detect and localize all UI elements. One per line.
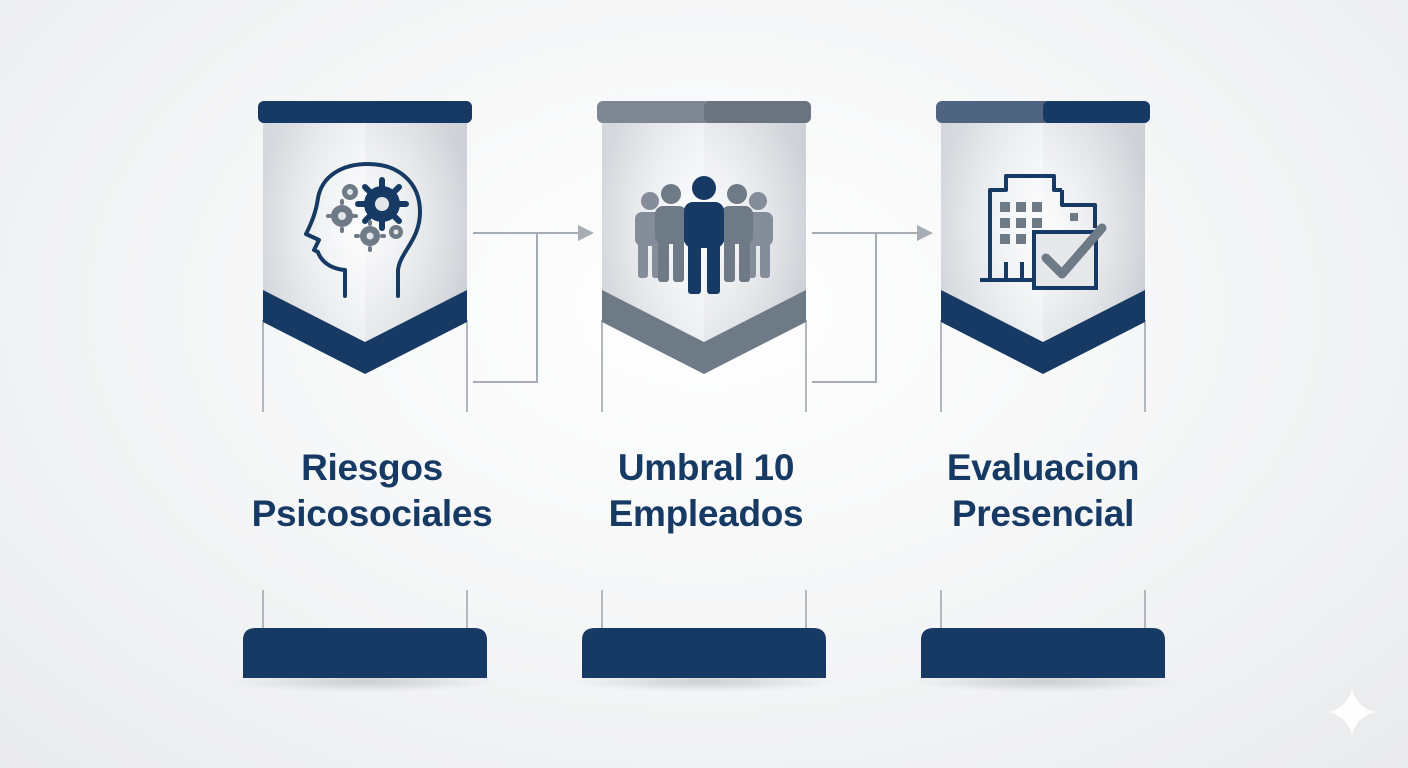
step-label-3: Evaluacion Presencial [893,445,1193,537]
base-block [582,628,826,678]
building-checkmark-icon [980,174,1107,290]
banner-accent-band [941,290,1145,374]
base-block [921,628,1165,678]
arrow-head-1 [578,225,594,241]
banner-accent-band [263,290,467,374]
step-label-1: Riesgos Psicosociales [222,445,522,537]
people-group-icon [635,176,773,294]
step-label-line1: Umbral 10 [617,447,795,488]
connector-arrow-1 [473,232,585,383]
banner-umbral-10-empleados [569,101,839,692]
sparkle-watermark-icon [1328,688,1376,736]
banner-evaluacion-presencial [908,101,1178,692]
arrow-head-2 [917,225,933,241]
connector-arrow-2 [812,232,924,383]
banner-accent-band [602,290,806,374]
base-block [243,628,487,678]
banner-riesgos-psicosociales [230,101,500,692]
step-label-line2: Psicosociales [251,493,493,534]
step-label-2: Umbral 10 Empleados [556,445,856,537]
step-label-line1: Evaluacion [946,447,1140,488]
step-label-line1: Riesgos [301,447,443,488]
step-label-line2: Presencial [951,493,1135,534]
head-gears-icon [304,162,422,298]
step-label-line2: Empleados [608,493,804,534]
